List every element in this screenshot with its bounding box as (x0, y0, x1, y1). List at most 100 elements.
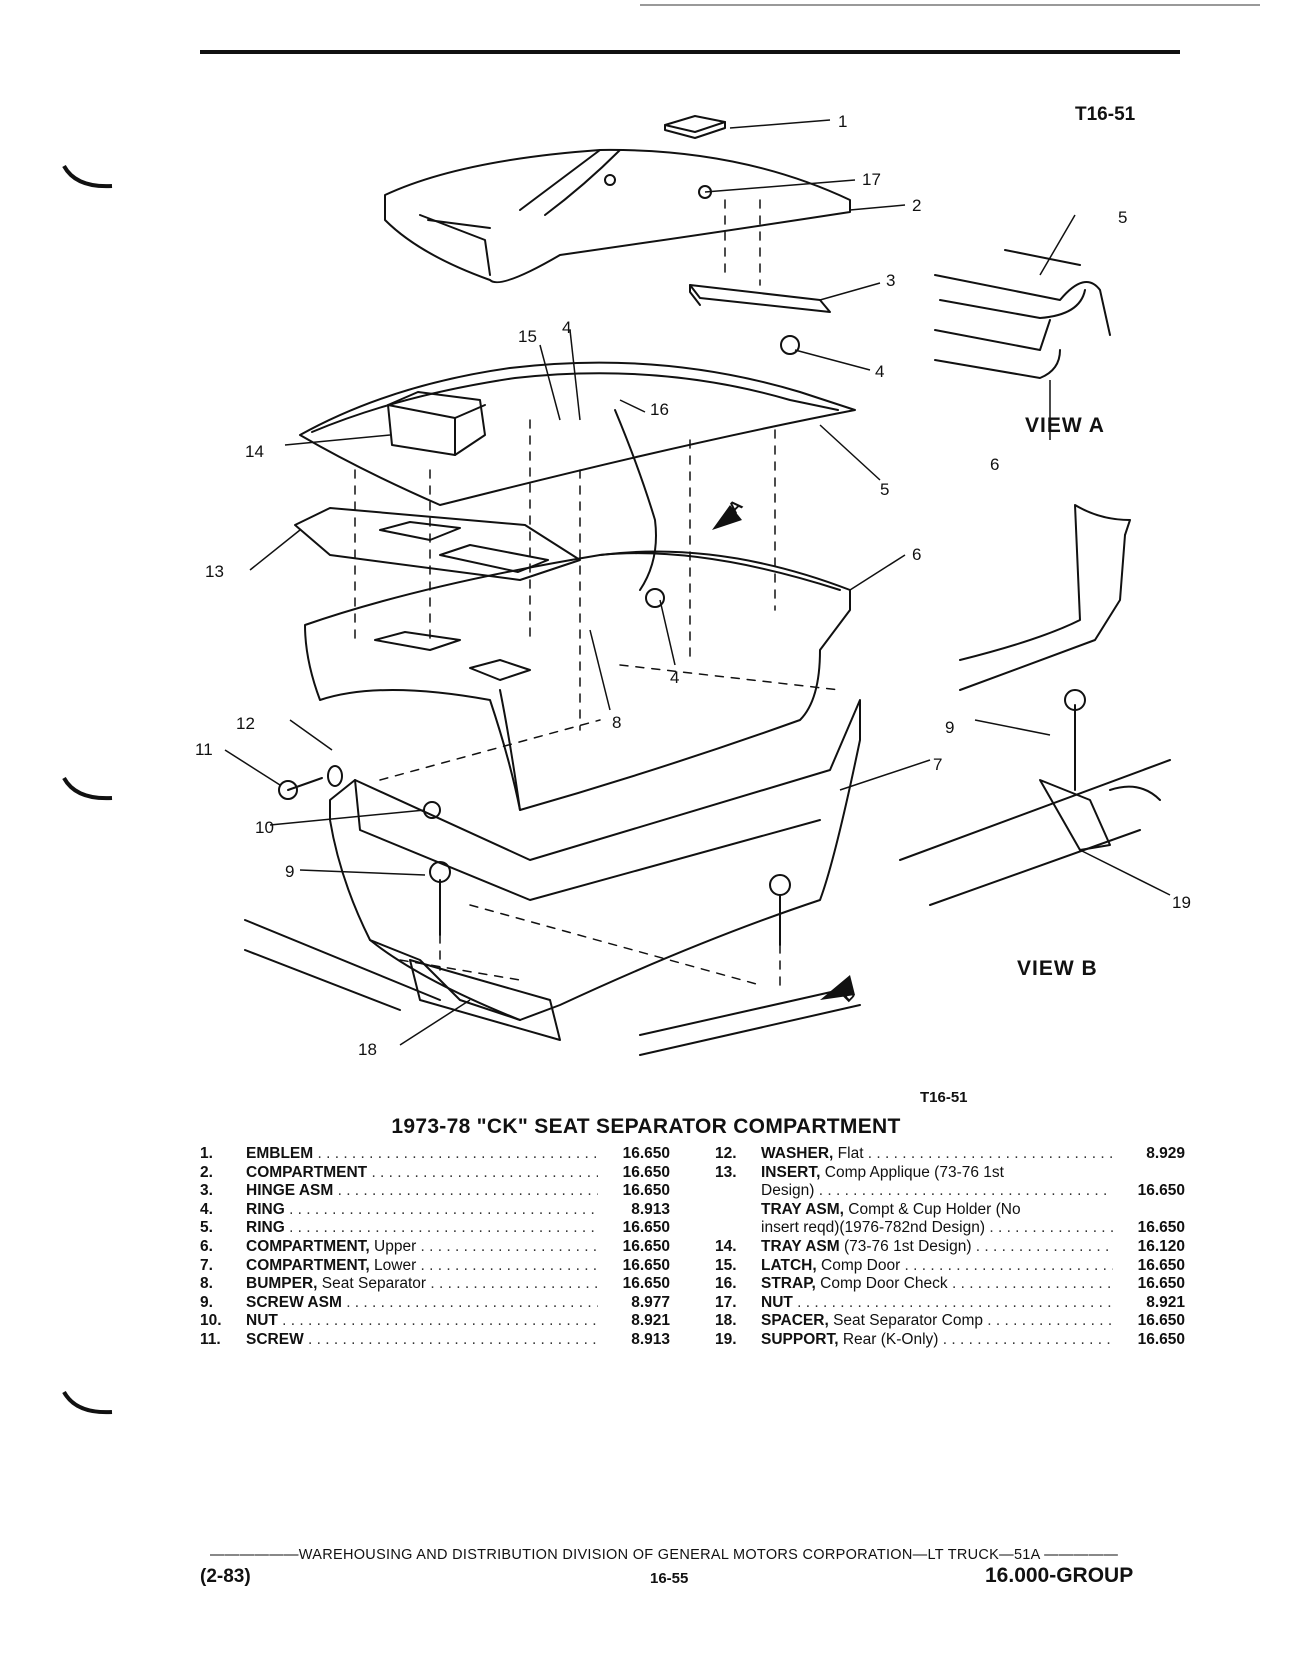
leader-dots: . . . . . . . . . . . . . . . . . . . . … (951, 1275, 1113, 1293)
part-name: HINGE ASM (246, 1182, 334, 1200)
callout-14: 14 (245, 442, 264, 461)
part-group-number: 8.921 (1146, 1293, 1185, 1311)
part-name: COMPARTMENT, (246, 1237, 370, 1255)
leader-dots: . . . . . . . . . . . . . . . . . . . . … (371, 1163, 598, 1181)
leader-dots: . . . . . . . . . . . . . . . . . . . . … (987, 1312, 1113, 1330)
callout-6-view-a: 6 (990, 455, 999, 474)
part-name: COMPARTMENT (246, 1163, 368, 1181)
callout-5: 5 (880, 480, 889, 499)
part-group-number: 8.921 (631, 1312, 670, 1330)
parts-list-right: 12. WASHER, Flat . . . . . . . . . . . . … (715, 1145, 1185, 1350)
binder-mark-bottom (62, 1390, 113, 1415)
part-row: insert reqd)(1976-782nd Design) . . . . … (715, 1219, 1185, 1238)
part-row: 5.RING . . . . . . . . . . . . . . . . .… (200, 1219, 670, 1238)
callout-1: 1 (838, 112, 847, 131)
exploded-parts-diagram: 1 17 2 3 5 4 15 4 16 14 5 6 13 6 4 8 12 … (195, 112, 1191, 1059)
footer-group: 16.000-GROUP (985, 1564, 1134, 1587)
part-detail: Lower (374, 1256, 417, 1274)
part-name: EMBLEM (246, 1145, 314, 1162)
view-a-arrow: A (712, 496, 747, 530)
part-row: 10.NUT . . . . . . . . . . . . . . . . .… (200, 1312, 670, 1331)
callout-4-right: 4 (875, 362, 884, 381)
part-group-number: 16.120 (1137, 1237, 1185, 1255)
part-group-number: 16.650 (622, 1145, 670, 1162)
part-number: 17. (715, 1293, 737, 1311)
part-description: RING . . . . . . . . . . . . . . . . . .… (246, 1201, 598, 1220)
part-group-number: 16.650 (1137, 1256, 1185, 1274)
part-number: 7. (200, 1256, 213, 1274)
part-description: TRAY ASM, Compt & Cup Holder (No (761, 1201, 1113, 1220)
part-detail: Comp Door (821, 1256, 901, 1274)
callout-9-view-b: 9 (945, 718, 954, 737)
upper-compartment-part (304, 550, 851, 811)
view-b-arrow: B (820, 975, 860, 1006)
screw-11 (278, 777, 323, 800)
part-description: WASHER, Flat . . . . . . . . . . . . . .… (761, 1145, 1113, 1164)
part-number: 16. (715, 1275, 737, 1293)
part-detail: (73-76 1st Design) (843, 1237, 972, 1255)
part-description: Design) . . . . . . . . . . . . . . . . … (761, 1182, 1113, 1201)
part-row: 1. EMBLEM . . . . . . . . . . . . . . . .… (200, 1145, 670, 1164)
callout-4-top: 4 (562, 318, 571, 337)
leader-dots: . . . . . . . . . . . . . . . . . . . . … (346, 1293, 598, 1311)
part-description: insert reqd)(1976-782nd Design) . . . . … (761, 1219, 1113, 1238)
binder-mark-middle (62, 776, 113, 801)
part-number: 12. (715, 1145, 737, 1162)
part-name: LATCH, (761, 1256, 817, 1274)
part-description: COMPARTMENT, Upper . . . . . . . . . . .… (246, 1238, 598, 1257)
leader-dots: . . . . . . . . . . . . . . . . . . . . … (430, 1275, 598, 1293)
view-b-detail (899, 504, 1171, 906)
part-group-number: 8.929 (1146, 1145, 1185, 1162)
part-name: TRAY ASM (761, 1237, 840, 1255)
part-name: NUT (246, 1312, 278, 1330)
part-number: 4. (200, 1200, 213, 1218)
part-description: BUMPER, Seat Separator . . . . . . . . .… (246, 1275, 598, 1294)
part-description: SCREW . . . . . . . . . . . . . . . . . … (246, 1331, 598, 1350)
leader-dots: . . . . . . . . . . . . . . . . . . . . … (308, 1330, 598, 1348)
callout-10: 10 (255, 818, 274, 837)
figure-code-top: T16-51 (1075, 104, 1136, 125)
footer-date: (2-83) (200, 1566, 251, 1587)
page-title: 1973-78 "CK" SEAT SEPARATOR COMPARTMENT (391, 1115, 901, 1138)
part-description: NUT . . . . . . . . . . . . . . . . . . … (246, 1312, 598, 1331)
part-name: BUMPER, (246, 1275, 318, 1293)
part-description: STRAP, Comp Door Check . . . . . . . . .… (761, 1275, 1113, 1294)
screw-asm-9-right (769, 874, 791, 946)
part-name: SUPPORT, (761, 1330, 839, 1348)
ring-4-upper (780, 335, 800, 355)
part-group-number: 16.650 (622, 1237, 670, 1255)
leader-dots: . . . . . . . . . . . . . . . . . . . . … (867, 1145, 1113, 1162)
part-row: 19.SUPPORT, Rear (K-Only) . . . . . . . … (715, 1331, 1185, 1350)
part-group-number: 16.650 (622, 1182, 670, 1200)
part-detail: Rear (K-Only) (842, 1330, 939, 1348)
part-row: Design) . . . . . . . . . . . . . . . . … (715, 1182, 1185, 1201)
leader-dots: . . . . . . . . . . . . . . . . . . . . … (282, 1312, 598, 1330)
callout-9: 9 (285, 862, 294, 881)
callout-2: 2 (912, 196, 921, 215)
callout-11: 11 (195, 740, 213, 759)
leader-dots: . . . . . . . . . . . . . . . . . . . . … (317, 1145, 598, 1162)
part-name: NUT (761, 1293, 793, 1311)
part-number: 13. (715, 1163, 737, 1181)
callout-15: 15 (518, 327, 537, 346)
part-group-number: 16.650 (622, 1275, 670, 1293)
part-description: TRAY ASM (73-76 1st Design) . . . . . . … (761, 1238, 1113, 1257)
part-detail: Seat Separator Comp (833, 1312, 983, 1330)
leader-dots: . . . . . . . . . . . . . . . . . . . . … (289, 1200, 598, 1218)
leader-dots: . . . . . . . . . . . . . . . . . . . . … (818, 1182, 1113, 1200)
view-a-detail (934, 249, 1111, 379)
callout-8: 8 (612, 713, 621, 732)
callout-18: 18 (358, 1040, 377, 1059)
callout-12: 12 (236, 714, 255, 733)
part-detail: Compt & Cup Holder (No (848, 1200, 1021, 1218)
leader-dots: . . . . . . . . . . . . . . . . . . . . … (942, 1330, 1113, 1348)
part-group-number: 16.650 (622, 1219, 670, 1237)
part-detail: Seat Separator (321, 1275, 427, 1293)
tray-part (387, 391, 486, 456)
part-number: 1. (200, 1145, 213, 1162)
part-row: 13.INSERT, Comp Applique (73-76 1st (715, 1164, 1185, 1183)
leader-dots: . . . . . . . . . . . . . . . . . . . . … (289, 1219, 598, 1237)
part-name: STRAP, (761, 1275, 816, 1293)
part-group-number: 8.913 (631, 1330, 670, 1348)
part-row: 9.SCREW ASM . . . . . . . . . . . . . . … (200, 1294, 670, 1313)
